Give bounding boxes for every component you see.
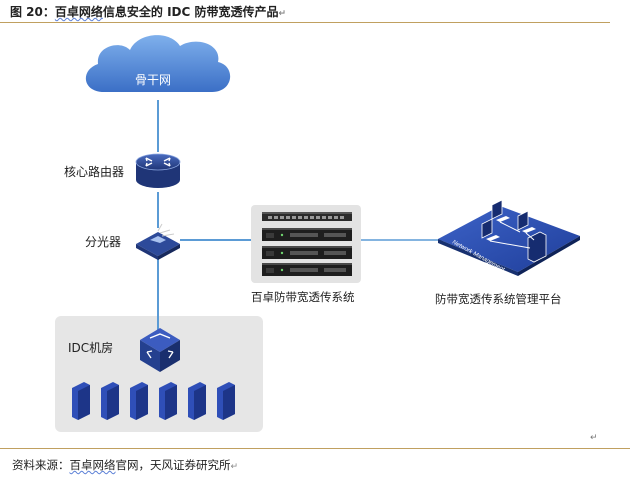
return-mark: ↵ [278,9,287,19]
board-link-1 [489,221,535,249]
appliance-unit-2 [262,246,352,259]
system-label: 百卓防带宽透传系统 [251,290,355,304]
server-2 [101,382,119,420]
top-divider [0,22,610,23]
splitter-label: 分光器 [85,235,122,249]
source-rest: 官网，天风证券研究所 [115,458,231,472]
idc-servers [72,382,235,420]
idc-label: IDC机房 [68,341,114,355]
figure-title: 图 20：百卓网络信息安全的 IDC 防带宽透传产品↵ [10,3,286,20]
bottom-divider [0,448,630,449]
source-link[interactable]: 百卓网络 [69,458,116,472]
pc-2 [481,218,500,241]
cloud-label: 骨干网 [135,73,172,87]
idc-switch-icon [140,328,180,372]
figure-title-prefix: 图 20： [10,5,55,19]
server-5 [188,382,206,420]
source-note: 资料来源：百卓网络官网，天风证券研究所↵ [12,457,238,473]
figure-title-rest: 信息安全的 IDC 防带宽透传产品 [102,5,279,19]
backbone-cloud [85,35,231,92]
core-router-label: 核心路由器 [64,165,125,179]
server-1 [72,382,90,420]
appliance-unit-1 [262,228,352,241]
server-4 [159,382,177,420]
source-return-mark: ↵ [230,462,239,472]
platform-label: 防带宽透传系统管理平台 [435,292,562,306]
figure-title-link[interactable]: 百卓网络 [54,5,103,19]
source-prefix: 资料来源： [12,458,70,472]
anti-transparent-appliances [262,212,352,276]
server-tower [527,231,547,263]
core-router-icon [135,153,181,188]
pc-1 [491,199,510,222]
network-management-board: Network Management [438,199,580,276]
return-mark-2: ↵ [590,433,598,443]
splitter-icon [136,223,180,260]
appliance-unit-3 [262,263,352,276]
server-6 [217,382,235,420]
switch-unit-top [262,212,352,221]
pc-3 [517,210,536,233]
server-3 [130,382,148,420]
